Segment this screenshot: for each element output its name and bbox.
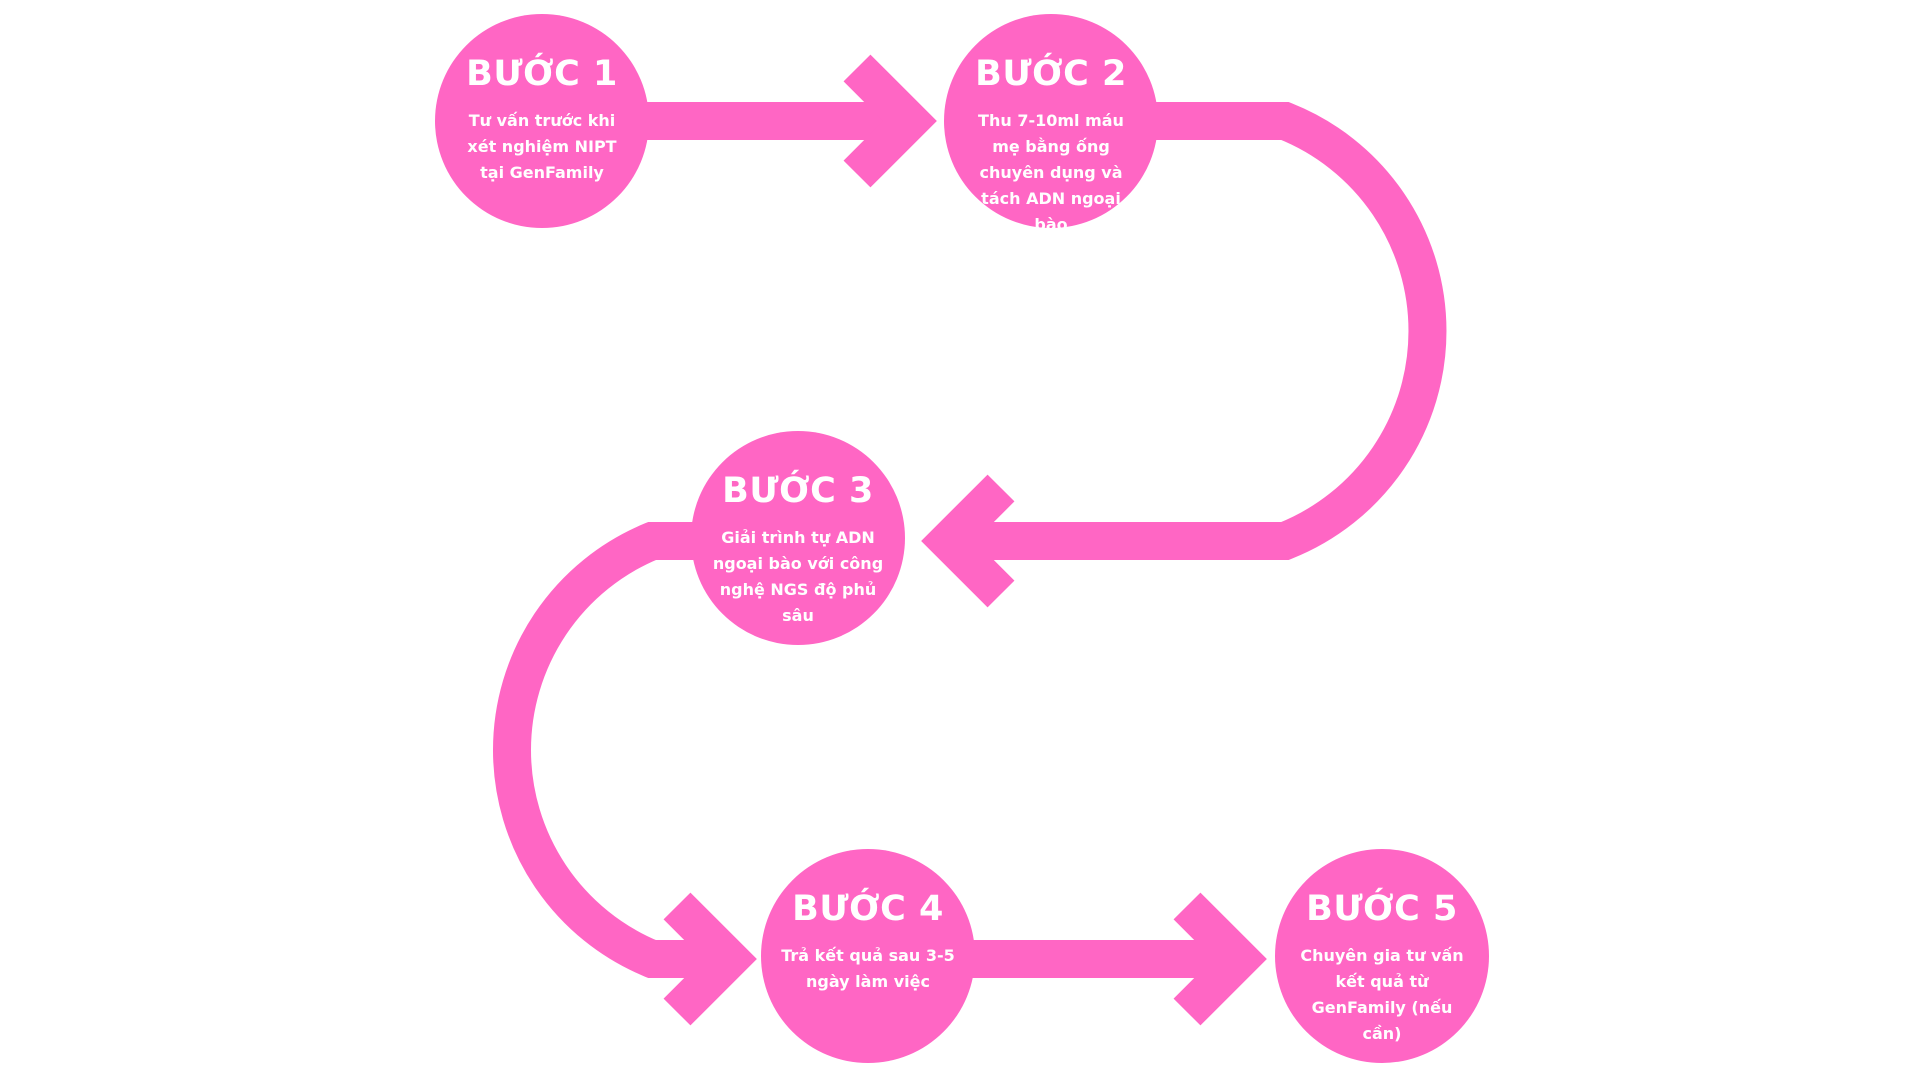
step-2-description: Thu 7-10ml máu mẹ bằng ống chuyên dụng v… <box>978 111 1124 234</box>
step-5-title: BƯỚC 5 <box>1306 889 1458 929</box>
step-4-circle: BƯỚC 4 Trả kết quả sau 3-5 ngày làm việc <box>761 849 975 1063</box>
connector-2-3 <box>960 102 1447 560</box>
step-5-circle: BƯỚC 5 Chuyên gia tư vấn kết quả từ GenF… <box>1275 849 1489 1063</box>
arrowhead-left-icon <box>921 474 1015 608</box>
connector-3-4 <box>493 522 730 978</box>
step-1-description: Tư vấn trước khi xét nghiệm NIPT tại Gen… <box>467 111 617 182</box>
step-1-circle: BƯỚC 1 Tư vấn trước khi xét nghiệm NIPT … <box>435 14 649 228</box>
step-3-title: BƯỚC 3 <box>722 471 874 511</box>
step-1-title: BƯỚC 1 <box>466 54 618 94</box>
step-5-description: Chuyên gia tư vấn kết quả từ GenFamily (… <box>1300 946 1464 1043</box>
arrowhead-right-icon <box>843 54 937 188</box>
step-2-title: BƯỚC 2 <box>975 54 1127 94</box>
arrowhead-right-icon <box>1173 892 1267 1026</box>
step-2-circle: BƯỚC 2 Thu 7-10ml máu mẹ bằng ống chuyên… <box>944 14 1158 234</box>
step-3-circle: BƯỚC 3 Giải trình tự ADN ngoại bào với c… <box>691 431 905 645</box>
step-4-description: Trả kết quả sau 3-5 ngày làm việc <box>781 946 955 991</box>
step-3-description: Giải trình tự ADN ngoại bào với công ngh… <box>712 528 884 625</box>
step-4-title: BƯỚC 4 <box>792 889 944 929</box>
arrowhead-right-icon <box>663 892 757 1026</box>
